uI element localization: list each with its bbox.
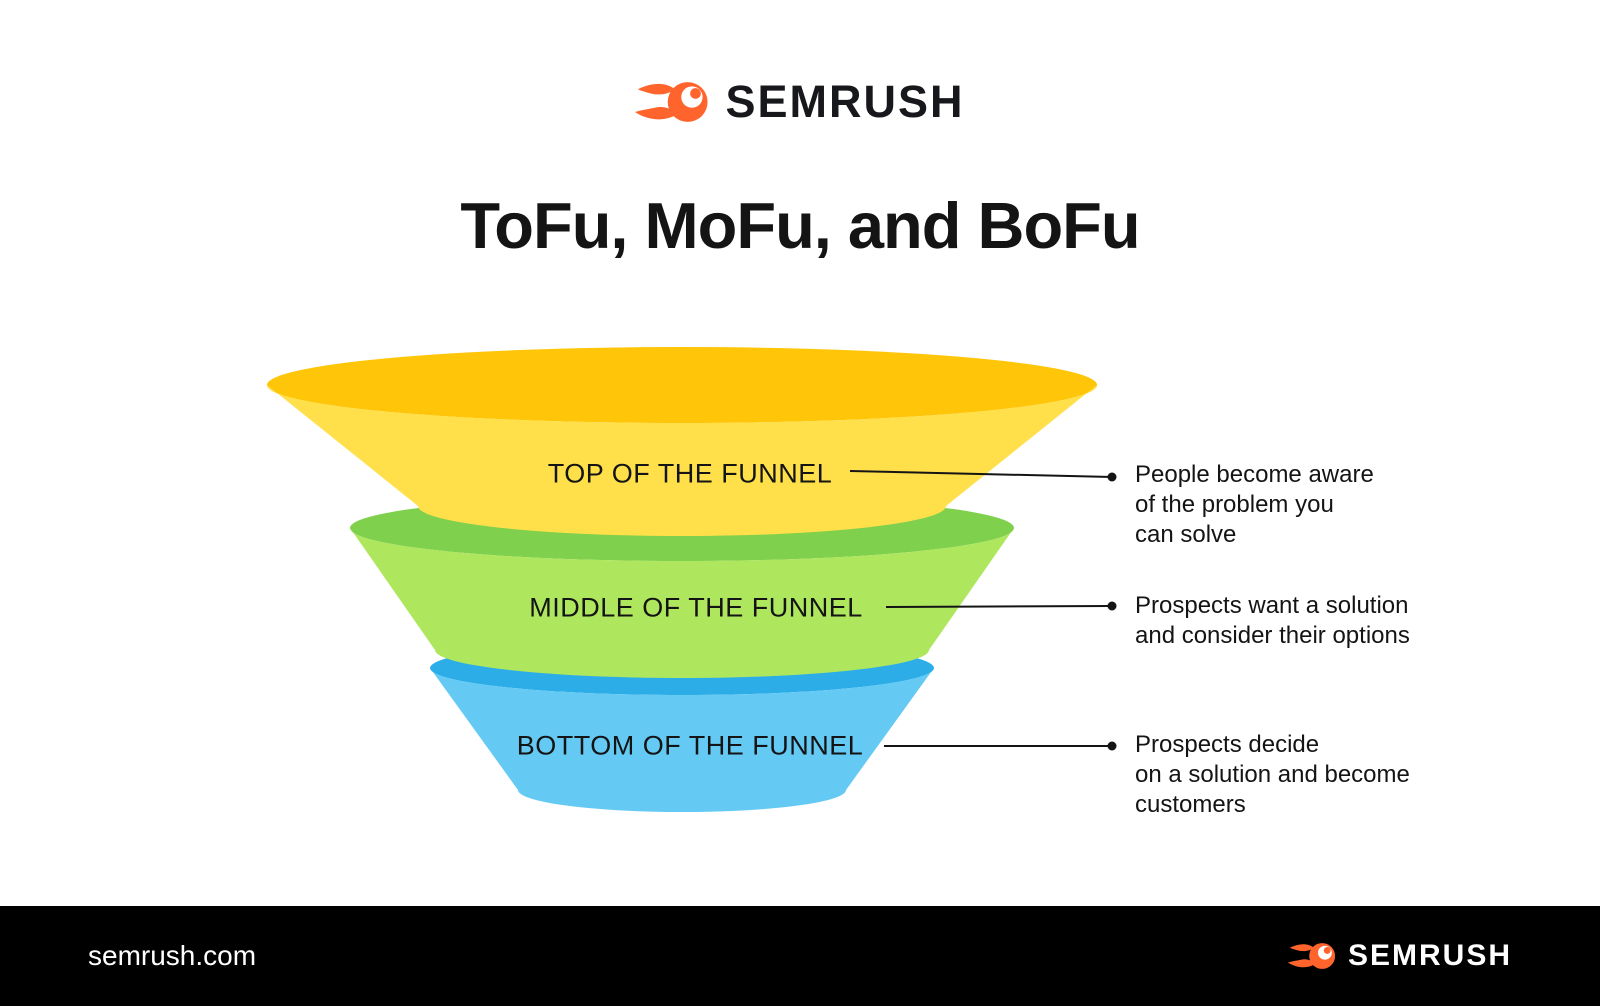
flame-ball-core [690,88,702,99]
connector-line-mofu [885,605,1113,608]
funnel-bofu-body [430,668,934,812]
tier-description-mofu: Prospects want a solution and consider t… [1135,592,1410,649]
page-title: ToFu, MoFu, and BoFu [460,189,1140,262]
funnel-tofu-rim [267,347,1097,423]
footer-bar: semrush.com SEMRUSH [0,906,1600,1006]
tier-label-mofu: MIDDLE OF THE FUNNEL [529,592,863,623]
flame-trail-top [638,83,676,95]
tier-label-tofu: TOP OF THE FUNNEL [547,458,833,489]
tier-description-bofu: Prospects decide on a solution and becom… [1135,731,1410,818]
connector-line-tofu [849,470,1113,478]
semrush-logo-footer: SEMRUSH [1287,939,1512,973]
funnel-tofu-body [267,385,1097,536]
footer-brand-wordmark: SEMRUSH [1347,939,1512,972]
semrush-flame-icon-footer [1287,943,1336,969]
flame-trail-bottom [635,106,677,120]
semrush-logo-header: SEMRUSH [0,76,1600,128]
semrush-flame-icon [635,82,709,122]
flame-ball-core [1323,947,1331,954]
flame-trail-top [1289,944,1314,952]
tier-description-tofu: People become aware of the problem you c… [1135,461,1374,548]
brand-wordmark: SEMRUSH [725,76,965,127]
footer-site-url: semrush.com [88,940,257,971]
funnel-mofu-body [350,528,1014,678]
flame-trail-bottom [1287,959,1315,968]
connector-dot-bofu [1107,741,1117,751]
connector-dot-tofu [1107,472,1117,482]
connector-dot-mofu [1107,601,1117,611]
tier-label-bofu: BOTTOM OF THE FUNNEL [516,730,864,761]
